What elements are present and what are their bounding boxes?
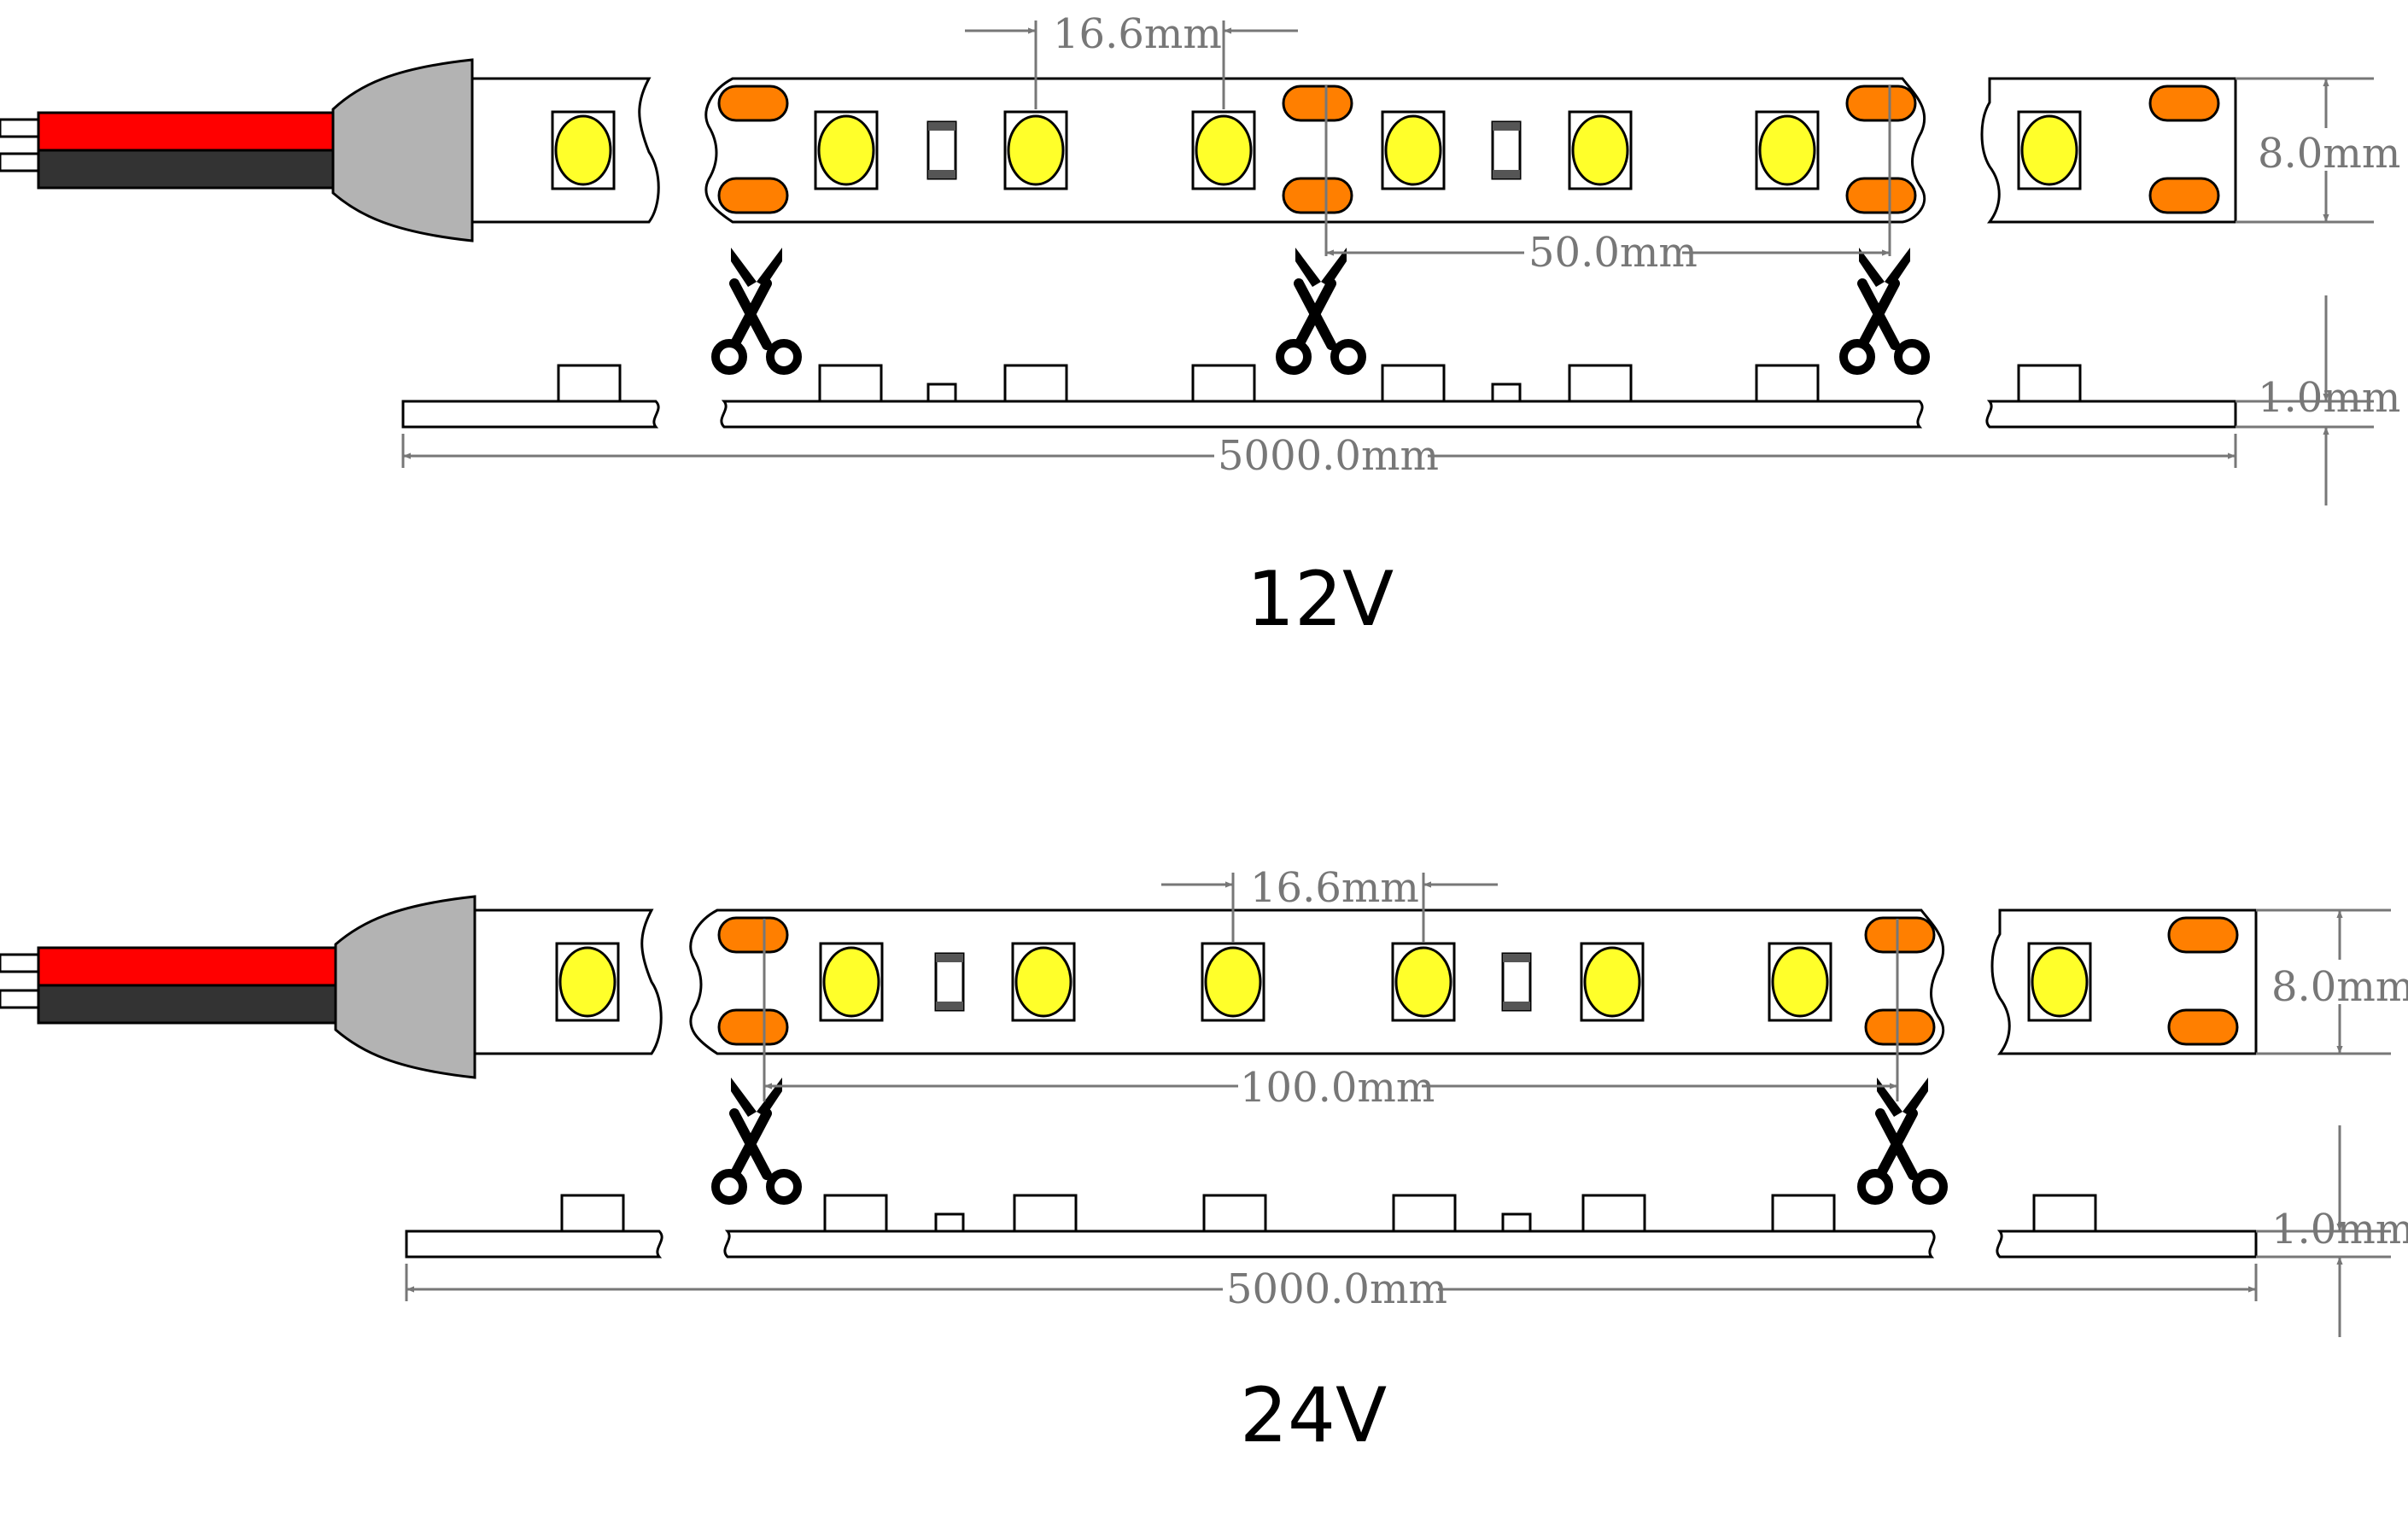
thickness-dimension: 1.0mm xyxy=(2236,295,2400,505)
resistor xyxy=(1491,120,1522,180)
thickness-label: 1.0mm xyxy=(2258,374,2400,422)
total-length-dimension: 5000.0mm xyxy=(405,1264,2258,1313)
cut-length-label: 100.0mm xyxy=(1240,1064,1435,1112)
strip-24v: 16.6mm 100.0mm 8.0mm xyxy=(0,864,2408,1459)
solder-pad xyxy=(717,85,789,122)
scissors-icon xyxy=(1844,248,1926,371)
solder-pad xyxy=(1282,85,1353,122)
thickness-dimension: 1.0mm xyxy=(2256,1125,2408,1337)
solder-pad xyxy=(1864,1008,1936,1046)
led xyxy=(1755,110,1820,190)
scissors-icon xyxy=(716,1078,798,1200)
solder-pad xyxy=(2167,916,2239,954)
solder-pad xyxy=(717,916,789,954)
side-view xyxy=(405,1194,2258,1259)
solder-pad xyxy=(1845,177,1917,214)
cut-length-dimension: 50.0mm xyxy=(1324,85,1891,277)
led xyxy=(1003,110,1068,190)
led xyxy=(1011,942,1076,1022)
solder-pad xyxy=(1864,916,1936,954)
solder-pad xyxy=(2148,85,2220,122)
thickness-label: 1.0mm xyxy=(2271,1206,2408,1253)
cut-length-dimension: 100.0mm xyxy=(763,919,1899,1112)
pitch-label: 16.6mm xyxy=(1250,864,1419,912)
led xyxy=(1768,942,1832,1022)
led xyxy=(2027,942,2092,1022)
connector-icon xyxy=(334,895,476,1079)
voltage-label: 24V xyxy=(1240,1371,1387,1459)
total-length-label: 5000.0mm xyxy=(1226,1265,1447,1313)
width-dimension: 8.0mm xyxy=(2236,77,2400,224)
solder-pad xyxy=(2148,177,2220,214)
resistor xyxy=(1501,952,1532,1012)
led xyxy=(1191,110,1256,190)
wire-icon xyxy=(0,111,335,190)
solder-pad xyxy=(2167,1008,2239,1046)
led xyxy=(814,110,879,190)
scissors-icon xyxy=(1862,1078,1943,1200)
led xyxy=(1381,110,1446,190)
led xyxy=(819,942,884,1022)
width-label: 8.0mm xyxy=(2258,130,2400,178)
total-length-label: 5000.0mm xyxy=(1218,432,1439,480)
solder-pad xyxy=(717,177,789,214)
voltage-label: 12V xyxy=(1247,555,1394,643)
wire-icon xyxy=(0,946,337,1025)
strip-12v: 16.6mm 50.0mm 8.0mm xyxy=(0,10,2400,643)
led xyxy=(1568,110,1633,190)
led xyxy=(1580,942,1645,1022)
side-view xyxy=(401,364,2237,429)
total-length-dimension: 5000.0mm xyxy=(401,432,2237,480)
cut-length-label: 50.0mm xyxy=(1528,229,1698,277)
resistor xyxy=(926,120,957,180)
led xyxy=(2017,110,2082,190)
width-label: 8.0mm xyxy=(2271,963,2408,1011)
led xyxy=(1201,942,1265,1022)
scissors-icon xyxy=(716,248,798,371)
solder-pad xyxy=(1282,177,1353,214)
led xyxy=(555,942,620,1022)
solder-pad xyxy=(717,1008,789,1046)
led xyxy=(1391,942,1456,1022)
pitch-dimension: 16.6mm xyxy=(965,10,1298,109)
scissors-icon xyxy=(1280,248,1362,371)
led xyxy=(551,110,616,190)
width-dimension: 8.0mm xyxy=(2256,908,2408,1055)
solder-pad xyxy=(1845,85,1917,122)
pitch-dimension: 16.6mm xyxy=(1161,864,1498,943)
pitch-label: 16.6mm xyxy=(1053,10,1222,58)
resistor xyxy=(934,952,965,1012)
connector-icon xyxy=(331,58,474,242)
